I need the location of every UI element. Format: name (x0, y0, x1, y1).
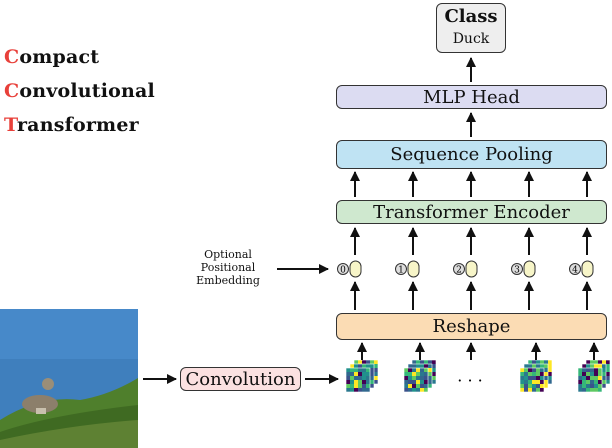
transformer-encoder-box: Transformer Encoder (336, 200, 607, 224)
token-group: 1 (395, 260, 420, 278)
feature-map-layer (577, 367, 603, 393)
class-output-box: Class Duck (436, 3, 506, 53)
title-rest: ransformer (16, 114, 139, 136)
token-group: 4 (569, 260, 594, 278)
token-group: 2 (453, 260, 478, 278)
positional-index-label: 3 (514, 266, 520, 276)
feature-maps (345, 359, 611, 393)
token-embedding (523, 260, 536, 278)
arrows-to-reshape (357, 342, 599, 360)
positional-index-circle (395, 263, 407, 275)
positional-index-label: 2 (456, 266, 462, 276)
feature-map-stack (519, 359, 553, 393)
feature-map-stack (403, 359, 437, 393)
title-rest: ompact (19, 46, 100, 68)
positional-index-circle (511, 263, 523, 275)
class-value: Duck (452, 31, 490, 47)
mlp-head-box: MLP Head (336, 85, 607, 109)
feature-map-layer (519, 367, 545, 393)
positional-index-label: 4 (572, 266, 578, 276)
convolution-box: Convolution (180, 367, 301, 391)
token-group: 3 (511, 260, 536, 278)
positional-label-line: Embedding (196, 274, 260, 287)
title-initial: T (4, 114, 17, 136)
token-embedding (465, 260, 478, 278)
feature-map-stack (345, 359, 379, 393)
arrows-to-pooling (350, 171, 592, 197)
positional-embedding-label: Optional Positional Embedding (184, 248, 272, 287)
positional-index-circle (453, 263, 465, 275)
title-line-convolutional: Convolutional (4, 80, 155, 102)
positional-index-label: 1 (398, 266, 404, 276)
arrows-to-tokens (350, 281, 592, 310)
positional-index-circle (569, 263, 581, 275)
token-embedding (349, 260, 362, 278)
positional-index-label: 0 (340, 266, 346, 276)
input-duck-image (0, 309, 138, 448)
token-group: 0 (337, 260, 362, 278)
feature-map-layer (403, 367, 429, 393)
token-embedding (407, 260, 420, 278)
title-line-transformer: Transformer (4, 114, 139, 136)
title-line-compact: Compact (4, 46, 99, 68)
positional-label-line: Positional (200, 261, 256, 274)
title-initial: C (4, 46, 20, 68)
sequence-pooling-box: Sequence Pooling (336, 140, 607, 169)
token-embedding (581, 260, 594, 278)
title-rest: onvolutional (19, 80, 155, 102)
positional-label-line: Optional (204, 248, 252, 261)
reshape-box: Reshape (336, 313, 607, 340)
arrows-to-encoder (350, 227, 592, 255)
token-embeddings: 0 1 2 3 4 (337, 260, 594, 278)
ellipsis-text: · · · (457, 371, 482, 390)
positional-index-circle (337, 263, 349, 275)
feature-map-stack (577, 359, 611, 393)
class-title: Class (444, 6, 498, 27)
title-initial: C (4, 80, 20, 102)
feature-map-layer (345, 367, 371, 393)
